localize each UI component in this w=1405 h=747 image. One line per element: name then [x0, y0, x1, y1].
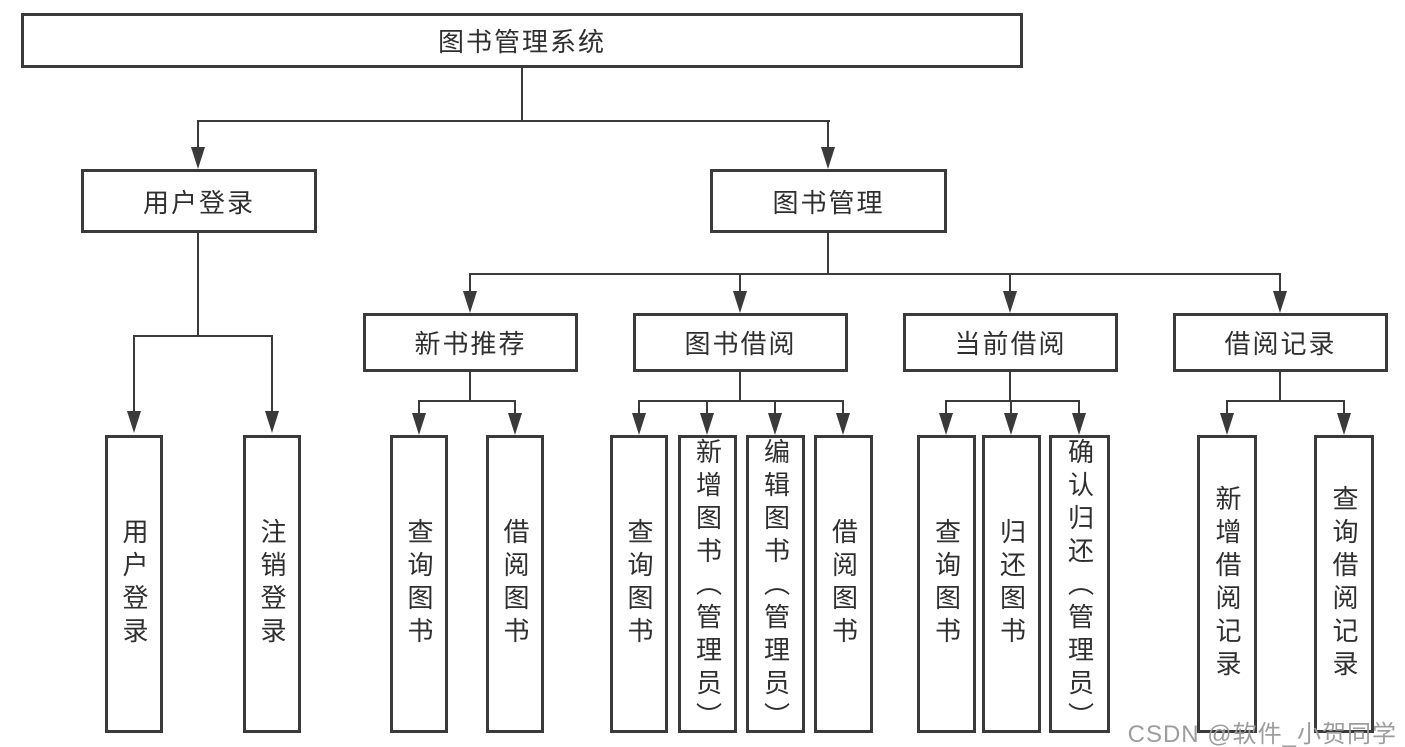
leaf-borrow-books-recommend: 借阅图书	[486, 435, 544, 733]
leaf-query-books-current: 查询图书	[917, 435, 976, 733]
node-library-management-system: 图书管理系统	[21, 13, 1023, 68]
leaf-user-login: 用户登录	[105, 435, 163, 733]
node-borrowing-records: 借阅记录	[1173, 313, 1388, 372]
connector-line	[827, 233, 829, 273]
connector-line	[197, 233, 199, 335]
arrowhead-down	[836, 413, 850, 435]
connector-line	[133, 335, 135, 411]
connector-line	[945, 400, 1080, 402]
connector-line	[706, 400, 708, 413]
arrowhead-down	[1220, 413, 1234, 435]
node-new-book-recommendation: 新书推荐	[363, 313, 578, 372]
leaf-query-books-recommend: 查询图书	[390, 435, 448, 733]
connector-line	[1226, 400, 1228, 413]
arrowhead-down	[733, 291, 747, 313]
leaf-confirm-return-admin: 确认归还（管理员）	[1049, 435, 1110, 735]
connector-line	[1009, 372, 1011, 400]
connector-line	[418, 400, 516, 402]
leaf-query-books-borrowing: 查询图书	[610, 435, 668, 733]
node-book-management: 图书管理	[710, 169, 947, 233]
connector-line	[638, 400, 640, 413]
connector-line	[1226, 400, 1345, 402]
leaf-return-books: 归还图书	[982, 435, 1041, 733]
arrowhead-down	[412, 413, 426, 435]
arrowhead-down	[1273, 291, 1287, 313]
connector-line	[1279, 273, 1281, 293]
connector-line	[469, 273, 471, 293]
connector-line	[469, 273, 1281, 275]
leaf-add-borrowing-record: 新增借阅记录	[1197, 435, 1257, 733]
connector-line	[418, 400, 420, 413]
arrowhead-down	[632, 413, 646, 435]
arrowhead-down	[700, 413, 714, 435]
connector-line	[1078, 400, 1080, 413]
arrowhead-down	[1004, 413, 1018, 435]
connector-line	[197, 120, 199, 149]
connector-line	[514, 400, 516, 413]
connector-line	[521, 68, 523, 120]
arrowhead-down	[939, 413, 953, 435]
node-user-login: 用户登录	[81, 169, 317, 233]
leaf-edit-book-admin: 编辑图书（管理员）	[746, 435, 805, 735]
arrowhead-down	[768, 413, 782, 435]
arrowhead-down	[1337, 413, 1351, 435]
leaf-borrow-books-borrowing: 借阅图书	[814, 435, 873, 733]
node-book-borrowing: 图书借阅	[633, 313, 848, 372]
connector-line	[638, 400, 844, 402]
arrowhead-down	[191, 147, 205, 169]
connector-line	[739, 372, 741, 400]
node-current-borrowing: 当前借阅	[903, 313, 1118, 372]
arrowhead-down	[821, 147, 835, 169]
connector-line	[133, 335, 273, 337]
connector-line	[469, 372, 471, 400]
connector-line	[945, 400, 947, 413]
leaf-query-borrowing-record: 查询借阅记录	[1314, 435, 1374, 733]
connector-line	[197, 120, 830, 122]
connector-line	[1009, 273, 1011, 293]
arrowhead-down	[1003, 291, 1017, 313]
leaf-add-book-admin: 新增图书（管理员）	[678, 435, 737, 735]
connector-line	[1279, 372, 1281, 400]
arrowhead-down	[508, 413, 522, 435]
connector-line	[1010, 400, 1012, 413]
arrowhead-down	[1072, 413, 1086, 435]
connector-line	[842, 400, 844, 413]
arrowhead-down	[265, 411, 279, 433]
connector-line	[1343, 400, 1345, 413]
arrowhead-down	[127, 411, 141, 433]
connector-line	[739, 273, 741, 293]
leaf-logout: 注销登录	[243, 435, 301, 733]
connector-line	[827, 120, 829, 149]
connector-line	[271, 335, 273, 411]
arrowhead-down	[463, 291, 477, 313]
watermark: CSDN @软件_小贺同学	[1127, 721, 1397, 747]
connector-line	[774, 400, 776, 413]
